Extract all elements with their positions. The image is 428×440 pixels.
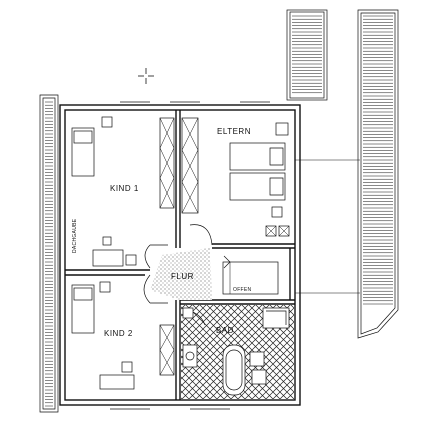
room-label-eltern: ELTERN [217, 127, 251, 136]
wardrobe-kind2 [159, 324, 175, 376]
room-label-dachgaube: DACHGAUBE [72, 218, 78, 253]
interior-walls [65, 110, 295, 400]
stair-opening [222, 255, 279, 295]
roof-strip-left [39, 94, 59, 413]
furniture-kind2 [71, 281, 135, 390]
furniture-kind1 [71, 116, 137, 267]
roof-stairs-left [286, 9, 328, 101]
crosshair-icon [138, 68, 154, 84]
furniture-eltern [229, 122, 290, 237]
room-label-kind2: KIND 2 [104, 329, 133, 338]
bathroom-fixtures [182, 307, 290, 396]
room-label-flur: FLUR [171, 272, 194, 281]
room-label-kind1: KIND 1 [110, 184, 139, 193]
flur-area [150, 248, 212, 300]
wardrobe-eltern [181, 117, 199, 214]
room-label-bad: BAD [216, 326, 234, 335]
wardrobe-kind1 [159, 117, 175, 209]
roof-strip-right [357, 9, 399, 339]
room-label-offen: OFFEN [233, 287, 252, 293]
